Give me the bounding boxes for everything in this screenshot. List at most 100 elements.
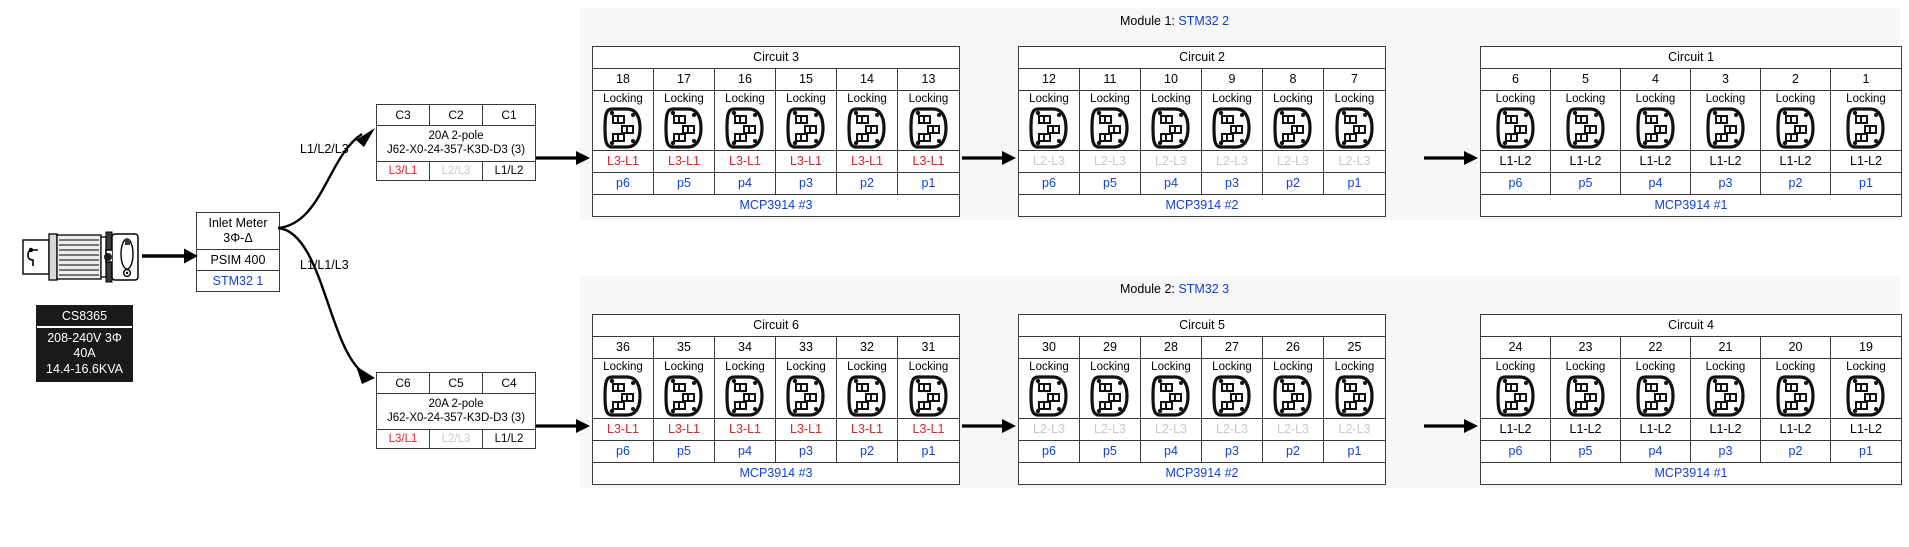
outlet-cell[interactable]: Locking [1621, 359, 1691, 418]
outlet-cell[interactable]: Locking [1551, 359, 1621, 418]
arrow-plug-to-meter [142, 248, 198, 264]
outlet-cell[interactable]: Locking [1831, 359, 1901, 418]
outlet-port: p1 [1859, 444, 1873, 458]
twist-lock-outlet-icon [1029, 107, 1068, 149]
outlet-type-label: Locking [1273, 93, 1313, 105]
outlet-number[interactable]: 20 [1761, 337, 1831, 358]
outlet-number[interactable]: 1 [1862, 72, 1870, 86]
outlet-number[interactable]: 19 [1859, 340, 1873, 354]
outlet-cell[interactable]: Locking [837, 359, 898, 418]
outlet-number[interactable]: 18 [593, 69, 654, 90]
outlet-cell[interactable]: Locking [1551, 91, 1621, 150]
outlet-number[interactable]: 34 [715, 337, 776, 358]
outlet-phase: L2-L3 [1263, 419, 1324, 440]
outlet-cell[interactable]: Locking [1263, 359, 1324, 418]
outlet-type-label: Locking [1029, 361, 1069, 373]
outlet-number[interactable]: 35 [654, 337, 715, 358]
outlet-number[interactable]: 11 [1080, 69, 1141, 90]
outlet-cell[interactable]: Locking [1019, 91, 1080, 150]
breaker-2-part: J62-X0-24-357-K3D-D3 (3) [386, 412, 526, 425]
outlet-number[interactable]: 5 [1551, 69, 1621, 90]
outlet-number[interactable]: 26 [1263, 337, 1324, 358]
outlet-number[interactable]: 8 [1263, 69, 1324, 90]
outlet-type-label: Locking [1212, 361, 1252, 373]
outlet-port: p1 [921, 444, 936, 458]
outlet-cell[interactable]: Locking [1019, 359, 1080, 418]
outlet-number[interactable]: 10 [1141, 69, 1202, 90]
outlet-type-label: Locking [1775, 93, 1816, 105]
outlet-cell[interactable]: Locking [898, 359, 959, 418]
twist-lock-outlet-icon [1273, 375, 1312, 417]
outlet-cell[interactable]: Locking [593, 359, 654, 418]
outlet-cell[interactable]: Locking [1761, 91, 1831, 150]
outlet-number[interactable]: 4 [1621, 69, 1691, 90]
outlet-cell[interactable]: Locking [654, 91, 715, 150]
outlet-number[interactable]: 33 [776, 337, 837, 358]
outlet-cell[interactable]: Locking [1263, 91, 1324, 150]
outlet-port: p3 [1202, 441, 1263, 462]
circuit-adc-label: MCP3914 #1 [1654, 198, 1728, 212]
outlet-number[interactable]: 30 [1019, 337, 1080, 358]
outlet-number[interactable]: 16 [715, 69, 776, 90]
outlet-cell[interactable]: Locking [1324, 359, 1385, 418]
breaker-1-spec: 20A 2-pole J62-X0-24-357-K3D-D3 (3) [377, 126, 535, 162]
outlet-cell[interactable]: Locking [1202, 91, 1263, 150]
outlet-number[interactable]: 27 [1202, 337, 1263, 358]
outlet-cell[interactable]: Locking [715, 91, 776, 150]
outlet-number[interactable]: 36 [593, 337, 654, 358]
outlet-cell[interactable]: Locking [1481, 91, 1551, 150]
outlet-number[interactable]: 14 [837, 69, 898, 90]
twist-lock-outlet-icon [603, 375, 642, 417]
outlet-cell[interactable]: Locking [1080, 91, 1141, 150]
breaker-2-pole-0: C6 [377, 373, 430, 393]
outlet-cell[interactable]: Locking [776, 91, 837, 150]
outlet-cell[interactable]: Locking [1691, 91, 1761, 150]
outlet-cell[interactable]: Locking [593, 91, 654, 150]
outlet-number[interactable]: 13 [921, 72, 936, 86]
outlet-port: p2 [837, 173, 898, 194]
outlet-cell[interactable]: Locking [776, 359, 837, 418]
breaker-1-pole-0: C3 [377, 105, 430, 125]
outlet-cell[interactable]: Locking [1831, 91, 1901, 150]
outlet-number[interactable]: 21 [1691, 337, 1761, 358]
module-2-mcu: STM32 3 [1178, 282, 1230, 296]
outlet-phase: L1-L2 [1481, 151, 1551, 172]
twist-lock-outlet-icon [1846, 375, 1885, 417]
outlet-number[interactable]: 6 [1481, 69, 1551, 90]
outlet-cell[interactable]: Locking [1080, 359, 1141, 418]
outlet-cell[interactable]: Locking [1761, 359, 1831, 418]
outlet-number[interactable]: 32 [837, 337, 898, 358]
outlet-number[interactable]: 22 [1621, 337, 1691, 358]
twist-lock-outlet-icon [1090, 375, 1129, 417]
twist-lock-outlet-icon [1212, 375, 1251, 417]
outlet-number[interactable]: 9 [1202, 69, 1263, 90]
outlet-number[interactable]: 31 [921, 340, 936, 354]
twist-lock-outlet-icon [1705, 107, 1745, 149]
outlet-cell[interactable]: Locking [715, 359, 776, 418]
outlet-number[interactable]: 15 [776, 69, 837, 90]
outlet-number[interactable]: 25 [1347, 340, 1362, 354]
outlet-number[interactable]: 3 [1691, 69, 1761, 90]
outlet-cell[interactable]: Locking [1202, 359, 1263, 418]
inlet-spec-model: CS8365 [37, 306, 132, 328]
outlet-cell[interactable]: Locking [1691, 359, 1761, 418]
outlet-cell[interactable]: Locking [1141, 359, 1202, 418]
outlet-number[interactable]: 24 [1481, 337, 1551, 358]
outlet-cell[interactable]: Locking [898, 91, 959, 150]
outlet-number[interactable]: 12 [1019, 69, 1080, 90]
outlet-number[interactable]: 2 [1761, 69, 1831, 90]
outlet-cell[interactable]: Locking [1141, 91, 1202, 150]
outlet-cell[interactable]: Locking [654, 359, 715, 418]
outlet-cell[interactable]: Locking [837, 91, 898, 150]
outlet-number[interactable]: 28 [1141, 337, 1202, 358]
outlet-cell[interactable]: Locking [1621, 91, 1691, 150]
outlet-cell[interactable]: Locking [1324, 91, 1385, 150]
outlet-number[interactable]: 29 [1080, 337, 1141, 358]
outlet-number[interactable]: 7 [1351, 72, 1358, 86]
outlet-cell[interactable]: Locking [1481, 359, 1551, 418]
outlet-number[interactable]: 17 [654, 69, 715, 90]
outlet-number[interactable]: 23 [1551, 337, 1621, 358]
outlet-type-label: Locking [1635, 361, 1676, 373]
